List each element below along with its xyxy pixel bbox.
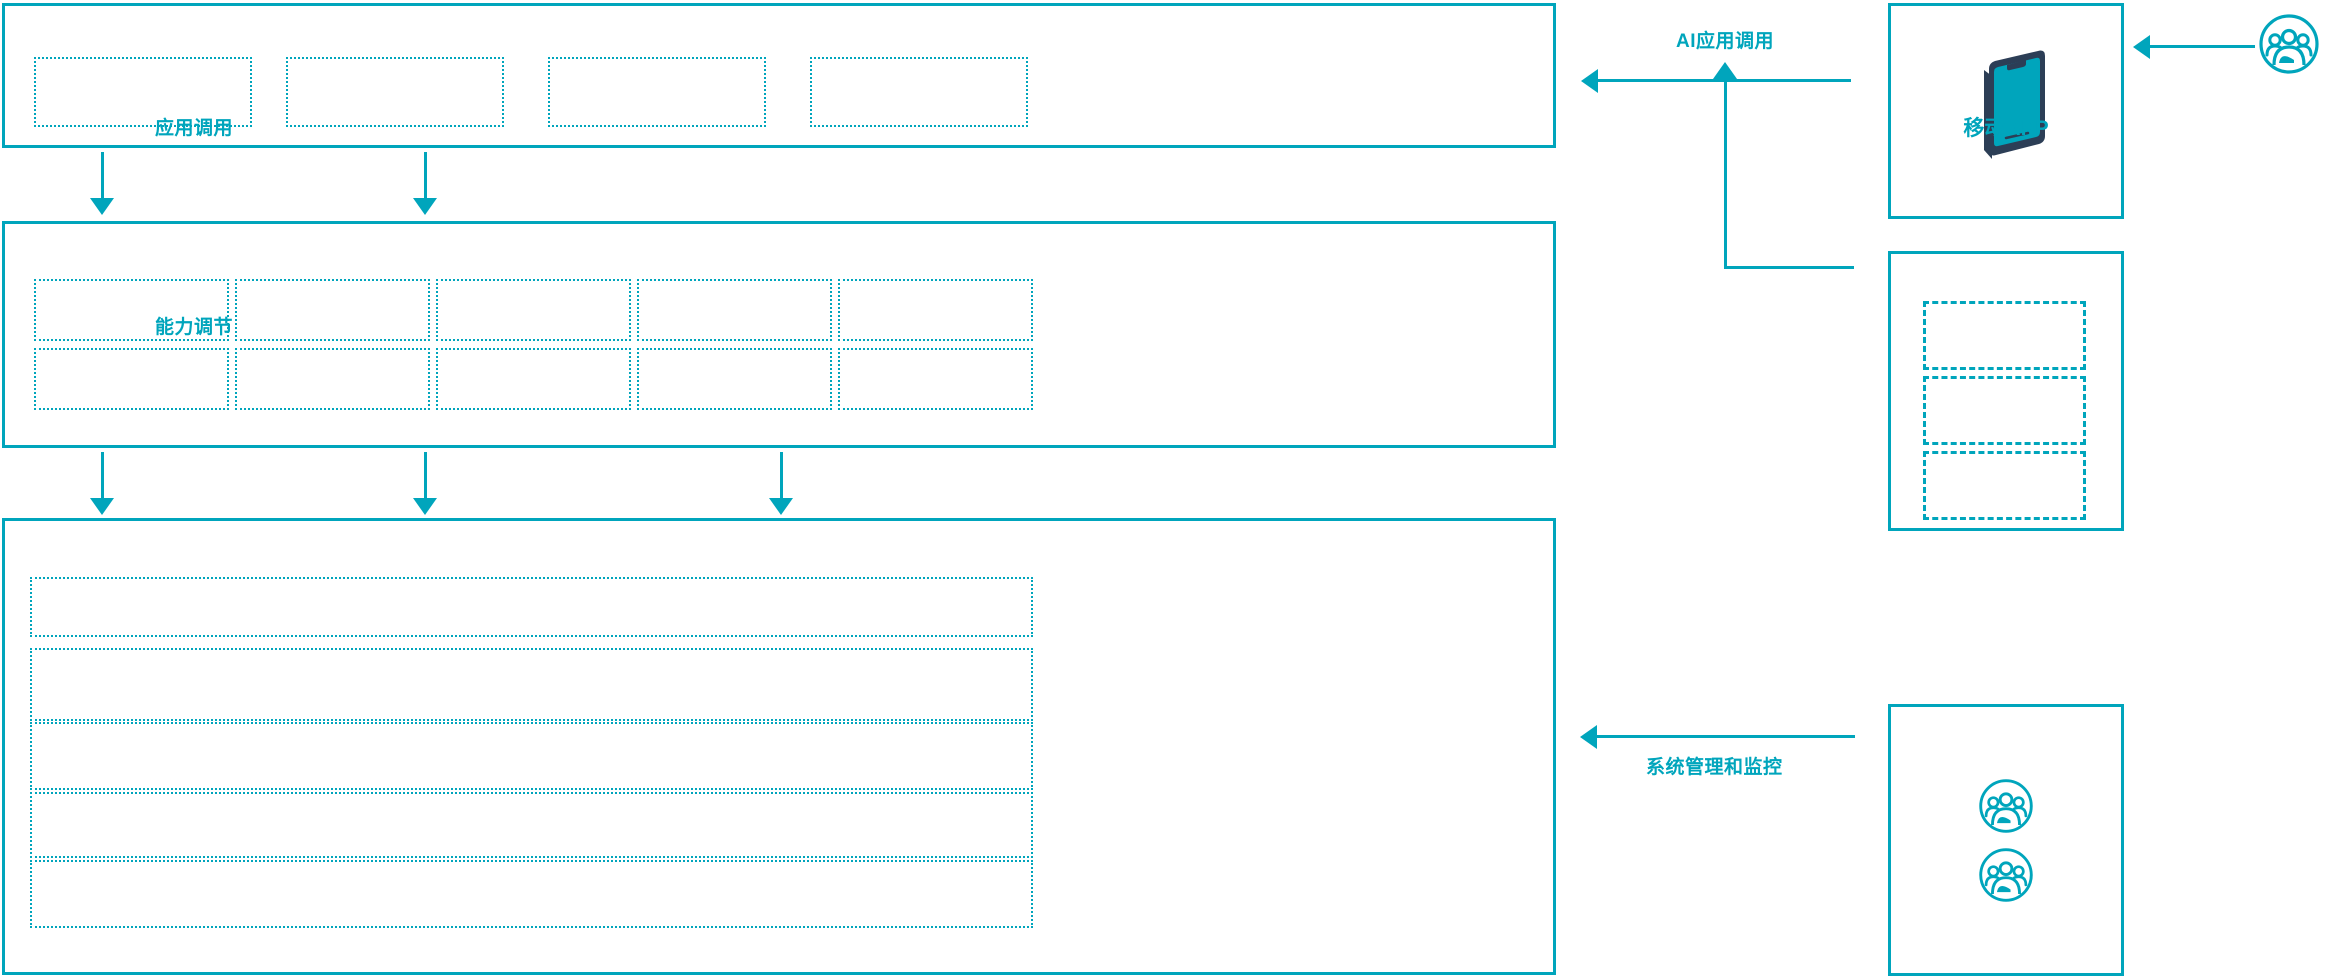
cap-r1-c2[interactable] [235, 279, 430, 341]
user-to-app-line [2150, 45, 2255, 48]
platform-band-3[interactable] [30, 722, 1033, 790]
cap-r2-c5[interactable] [838, 348, 1033, 410]
ai-app-invoke-line-base [1724, 266, 1854, 269]
capability-layer-container [2, 221, 1556, 448]
capability-adjust-arrowhead-3 [769, 498, 793, 515]
people-group-icon-ops-1 [1979, 779, 2033, 833]
people-group-icon [2259, 14, 2319, 74]
channel-cell-1[interactable] [1923, 301, 2086, 370]
app-cell-1[interactable] [34, 57, 252, 127]
mobile-app-caption: 移动APP [1963, 117, 2049, 140]
system-mgmt-line [1597, 735, 1855, 738]
platform-layer-container [2, 518, 1556, 975]
operations-panel[interactable] [1888, 704, 2124, 976]
capability-adjust-label: 能力调节 [155, 317, 234, 338]
ai-app-invoke-arrowhead-up [1713, 62, 1737, 79]
capability-adjust-arrow-line-2 [424, 452, 427, 500]
app-cell-2[interactable] [286, 57, 504, 127]
application-layer-container [2, 3, 1556, 148]
platform-band-2[interactable] [30, 648, 1033, 721]
app-cell-4[interactable] [810, 57, 1028, 127]
app-invoke-arrowhead-left [90, 198, 114, 215]
app-cell-3[interactable] [548, 57, 766, 127]
cap-r2-c2[interactable] [235, 348, 430, 410]
ai-app-invoke-label: AI应用调用 [1676, 31, 1775, 52]
capability-adjust-arrow-line-1 [101, 452, 104, 500]
cap-r1-c4[interactable] [637, 279, 832, 341]
cap-r1-c3[interactable] [436, 279, 631, 341]
smartphone-icon [1984, 50, 2045, 159]
ai-app-invoke-line-v [1724, 79, 1727, 269]
platform-band-4[interactable] [30, 792, 1033, 858]
platform-band-5[interactable] [30, 860, 1033, 928]
channel-cell-3[interactable] [1923, 451, 2086, 520]
capability-adjust-arrow-line-3 [780, 452, 783, 500]
user-to-app-arrowhead [2133, 35, 2150, 59]
app-invoke-arrow-line-left [101, 152, 104, 200]
cap-r1-c5[interactable] [838, 279, 1033, 341]
capability-adjust-arrowhead-2 [413, 498, 437, 515]
cap-r2-c1[interactable] [34, 348, 229, 410]
system-mgmt-arrowhead [1580, 725, 1597, 749]
platform-band-1[interactable] [30, 577, 1033, 637]
system-mgmt-label: 系统管理和监控 [1646, 757, 1783, 778]
app-invoke-arrowhead-right [413, 198, 437, 215]
cap-r1-c1[interactable] [34, 279, 229, 341]
capability-adjust-arrowhead-1 [90, 498, 114, 515]
cap-r2-c3[interactable] [436, 348, 631, 410]
cap-r2-c4[interactable] [637, 348, 832, 410]
people-group-icon-ops-2 [1979, 848, 2033, 902]
app-invoke-arrow-line-right [424, 152, 427, 200]
ai-app-invoke-arrowhead [1581, 69, 1598, 93]
app-invoke-label: 应用调用 [155, 118, 234, 139]
channel-cell-2[interactable] [1923, 376, 2086, 445]
